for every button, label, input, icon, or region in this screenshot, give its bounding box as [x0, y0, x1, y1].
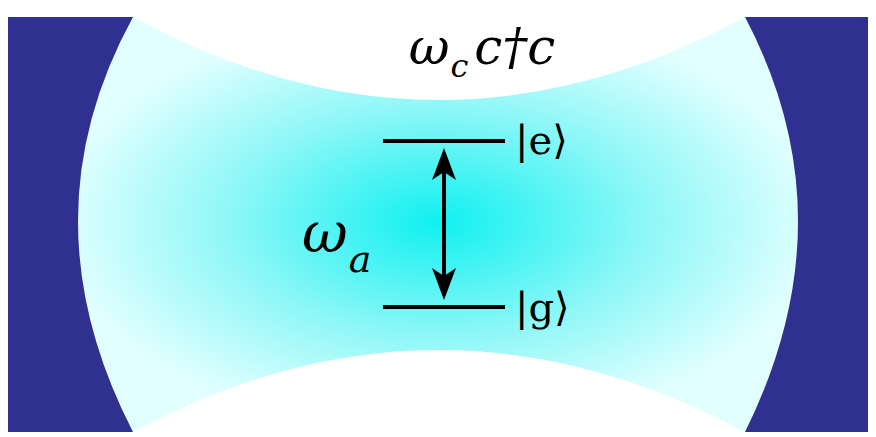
left-mirror — [8, 17, 133, 432]
state-label: |g⟩ — [515, 287, 570, 327]
transition-arrow — [442, 168, 446, 280]
subscript: a — [349, 240, 372, 278]
subscript: c — [450, 50, 468, 82]
ground-level — [383, 305, 505, 309]
right-mirror — [745, 17, 868, 432]
hamiltonian-symbol: ω — [409, 22, 450, 72]
arrow-head — [432, 268, 456, 300]
arrow-head — [432, 148, 456, 180]
cavity-mode — [78, 17, 798, 432]
state-label: |e⟩ — [515, 120, 568, 160]
hamiltonian-operator: c†c — [474, 22, 555, 72]
frequency-symbol: ω — [302, 205, 348, 261]
excited-level — [383, 139, 505, 143]
